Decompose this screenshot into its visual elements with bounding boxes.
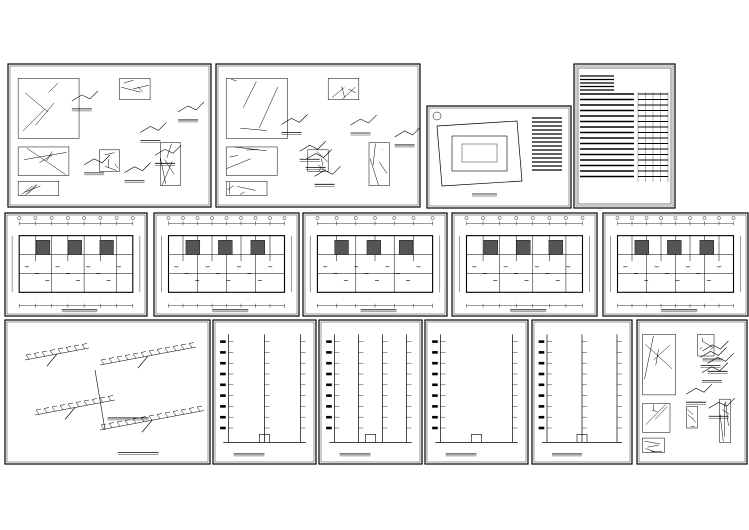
- riser-diagram-4: [531, 319, 633, 465]
- riser-diagram-1: [212, 319, 317, 465]
- detail-sheet-2: [215, 63, 421, 208]
- isometric-system: [4, 319, 211, 465]
- floor-plan-2: [153, 212, 300, 317]
- floor-plan-3: [302, 212, 448, 317]
- riser-diagram-3: [424, 319, 529, 465]
- legend-table: [573, 63, 676, 209]
- floor-plan-5: [602, 212, 749, 317]
- riser-diagram-2: [318, 319, 423, 465]
- site-plan: [426, 105, 572, 209]
- detail-sheet-3: [636, 319, 748, 465]
- floor-plan-4: [451, 212, 598, 317]
- detail-sheet-1: [7, 63, 212, 208]
- floor-plan-1: [4, 212, 148, 317]
